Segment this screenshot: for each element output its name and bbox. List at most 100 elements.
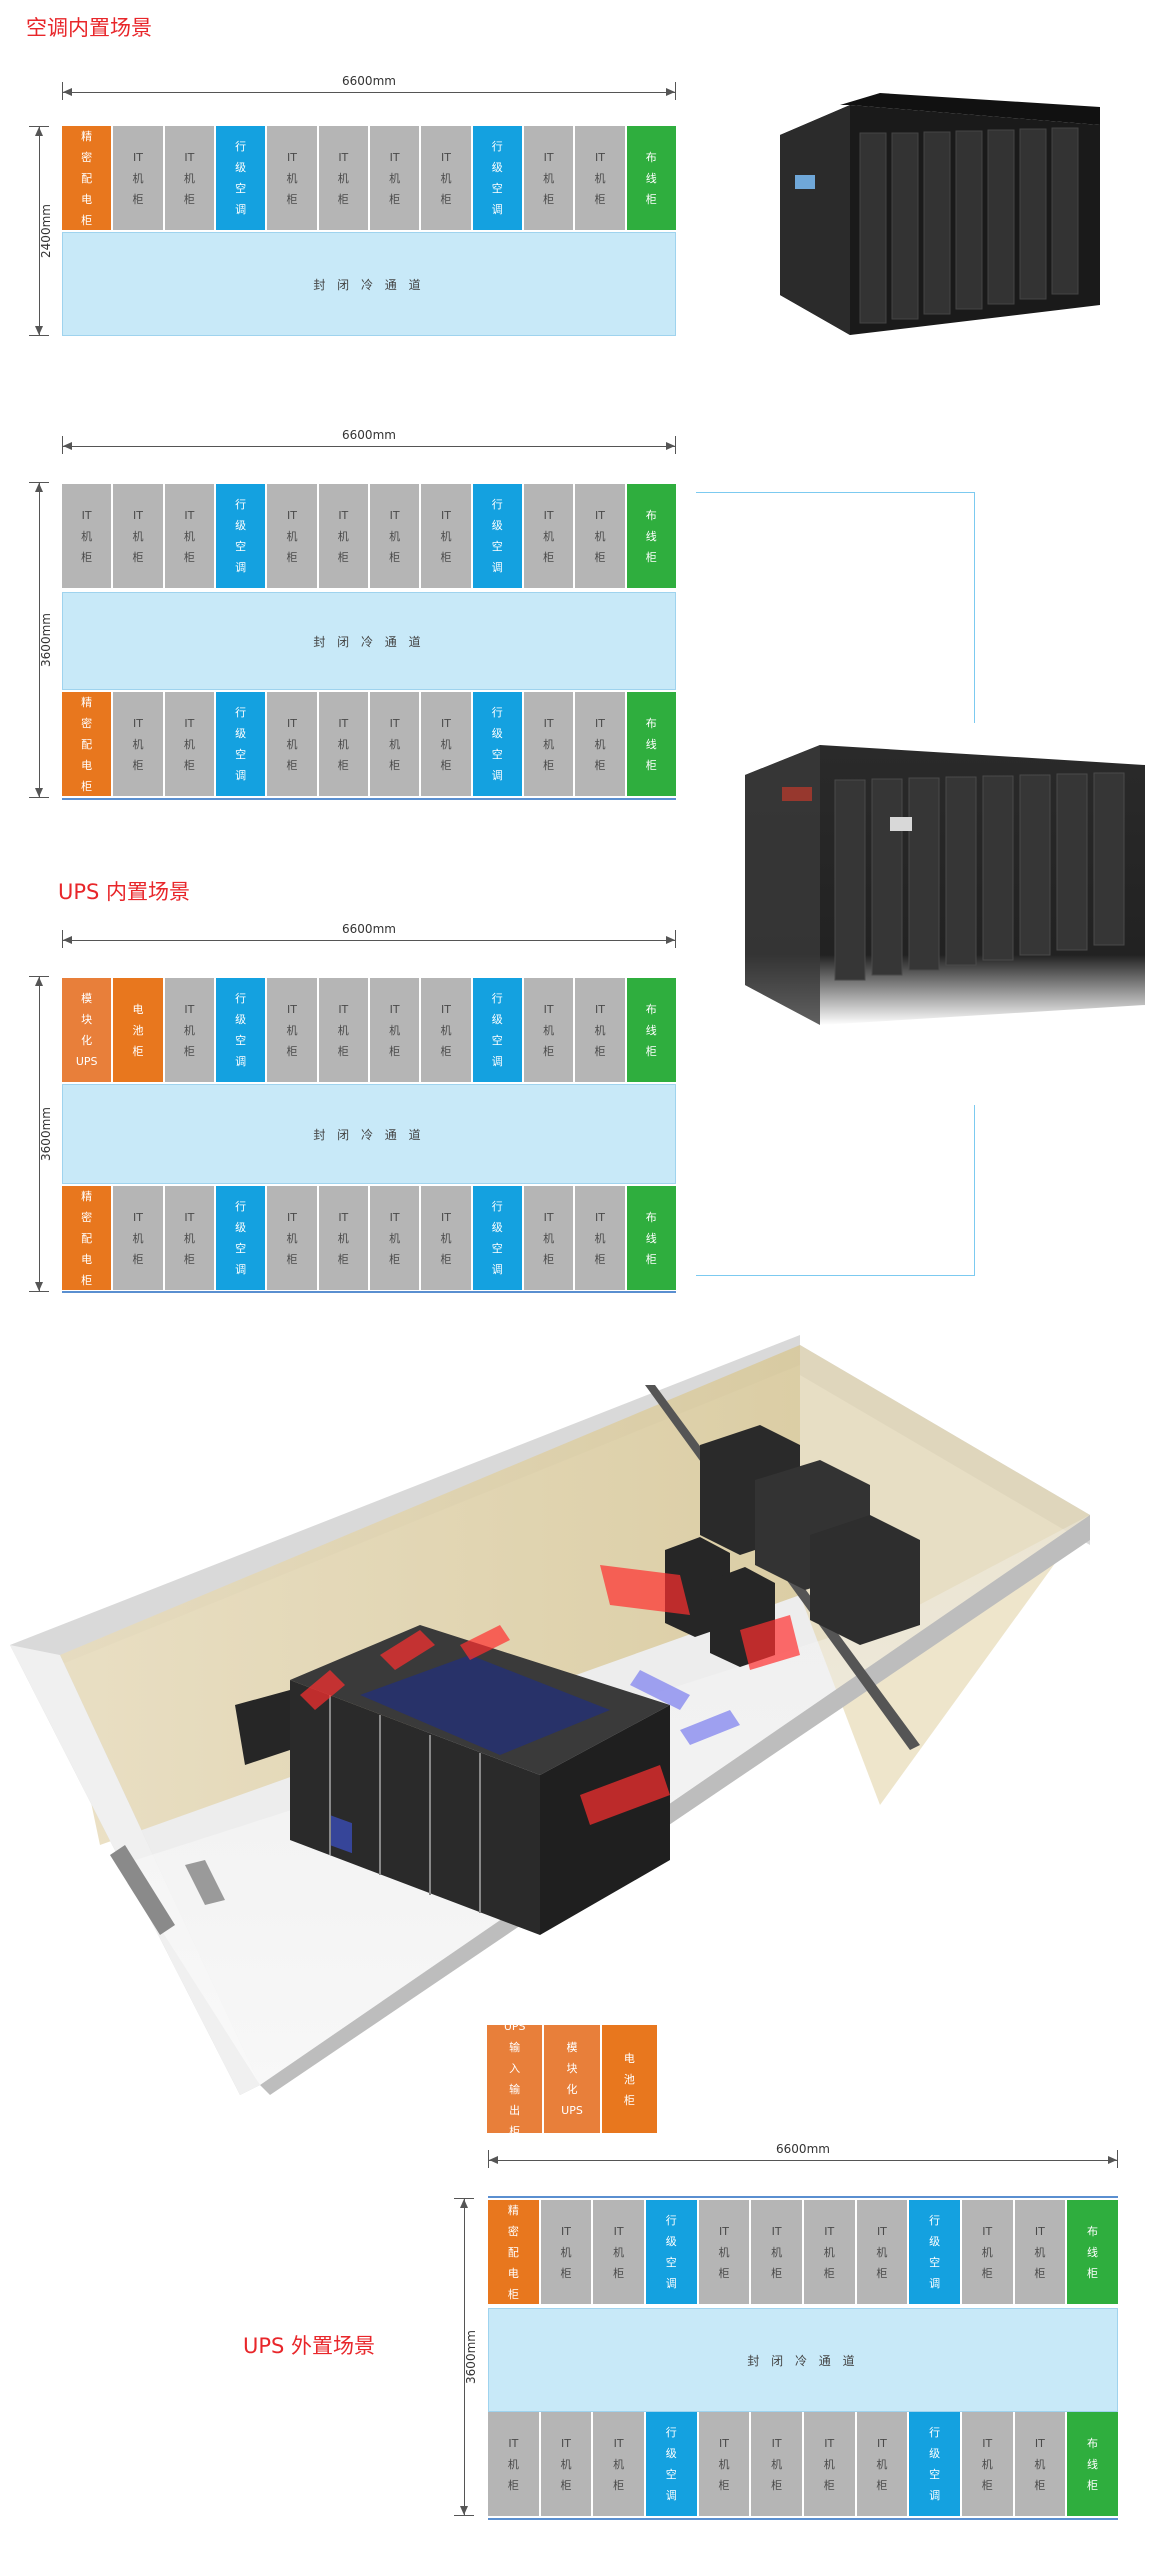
cabinet-label-char: 柜 <box>337 1044 349 1058</box>
cabinet-label-char: 机 <box>613 2245 625 2259</box>
cabinet-label-char: 柜 <box>509 2125 521 2138</box>
data-center-room-illustration <box>10 1335 1090 2095</box>
cabinet-label-char: 机 <box>286 529 298 543</box>
cabinet-label-char: 出 <box>509 2104 521 2117</box>
cabinet-label-char: 机 <box>771 2457 783 2471</box>
cabinet-label-char: 调 <box>929 2489 941 2502</box>
cabinet-label-char: 空 <box>235 1034 247 1047</box>
cabinet-label-char: 柜 <box>594 1252 606 1266</box>
cabinet-label-char: 行 <box>491 498 503 511</box>
cabinet-label-char: 机 <box>389 737 401 751</box>
cabinet-label-char: 机 <box>132 737 144 751</box>
cabinet-label-char: 机 <box>823 2457 835 2471</box>
cabinet-label-char: 线 <box>645 1231 657 1245</box>
cabinet-label-char: 精 <box>81 129 93 143</box>
cabinet-label-char: 线 <box>645 529 657 543</box>
cabinet-label-char: IT <box>184 508 195 522</box>
cabinet-label-char: 调 <box>235 203 247 216</box>
cabinet-label-char: 柜 <box>645 192 657 206</box>
width-dimension: 6600mm <box>62 428 676 454</box>
cold-aisle-label: 封 闭 冷 通 道 <box>313 634 425 649</box>
cabinet-label-char: 柜 <box>771 2266 783 2280</box>
battery-cabinet: 电池柜 <box>601 2025 657 2133</box>
cabinet-label-char: 调 <box>235 561 247 574</box>
cold-aisle: 封 闭 冷 通 道 <box>488 2308 1118 2412</box>
cabinet-label-char: IT <box>81 508 92 522</box>
cabinet-label-char: IT <box>286 1210 297 1224</box>
cabinet-label-char: IT <box>561 2436 571 2450</box>
width-label: 6600mm <box>342 74 396 88</box>
height-label: 2400mm <box>38 204 53 258</box>
cabinet-label-char: IT <box>440 508 451 522</box>
cabinet-label-char: 机 <box>718 2245 730 2259</box>
cabinet-label-char: 机 <box>594 529 606 543</box>
cabinet-label-char: IT <box>133 508 143 522</box>
cabinet-label-char: IT <box>613 2436 624 2450</box>
cabinet-label-char: 机 <box>337 171 349 185</box>
cabinet-label-char: 空 <box>491 1034 503 1047</box>
cabinet-label-char: 密 <box>81 1210 93 1224</box>
cabinet-label-char: IT <box>543 716 554 730</box>
cabling-cabinet: 布线柜 <box>626 1186 676 1290</box>
cabinet-label-char: 布 <box>645 1210 657 1224</box>
cabinet-label-char: 入 <box>509 2062 521 2075</box>
cold-aisle: 封 闭 冷 通 道 <box>62 1084 676 1184</box>
cabinet-label-char: 柜 <box>337 550 349 564</box>
cabinet-label-char: IT <box>718 2224 729 2238</box>
cabinet-label-char: IT <box>613 2224 624 2238</box>
cabinet-label-char: 行 <box>235 1200 247 1213</box>
cabinet-label-char: 机 <box>981 2245 993 2259</box>
cabinet-label-char: 柜 <box>440 1044 452 1058</box>
cabinet-label-char: IT <box>508 2436 519 2450</box>
height-dimension: 2400mm <box>25 126 55 336</box>
cabinet-label-char: 级 <box>235 161 247 174</box>
it-cabinet: IT 机柜 <box>593 2412 644 2516</box>
cabinet-label-char: 模 <box>566 2041 578 2054</box>
cabinet-label-char: 柜 <box>623 2093 635 2107</box>
cabinet-label-char: 机 <box>132 1231 144 1245</box>
cabinet-label-char: 机 <box>981 2457 993 2471</box>
cabinet-label-char: 机 <box>1034 2457 1046 2471</box>
cabinet-label-char: 级 <box>491 519 503 532</box>
cabinet-label-char: 行 <box>491 140 503 153</box>
cabinet-label-char: 调 <box>491 561 503 574</box>
cabinet-label-char: 精 <box>507 2203 519 2217</box>
cabinet-label-char: IT <box>184 150 195 164</box>
cabinet-label-char: 柜 <box>132 550 144 564</box>
cabinet-label-char: 柜 <box>613 2478 625 2492</box>
cabinet-label-char: 调 <box>665 2277 677 2290</box>
cabinet-label-char: 级 <box>929 2447 941 2460</box>
cabinet-label-char: 柜 <box>183 550 195 564</box>
cabinet-label-char: 机 <box>613 2457 625 2471</box>
cabinet-label-char: 机 <box>507 2457 519 2471</box>
cabinet-label-char: 柜 <box>337 1252 349 1266</box>
cold-aisle-label: 封 闭 冷 通 道 <box>313 1127 425 1142</box>
cabinet-label-char: 池 <box>132 1023 144 1037</box>
cabinet-label-char: 机 <box>543 1023 555 1037</box>
cabinet-label-char: 行 <box>665 2214 677 2227</box>
cabinet-label-char: 机 <box>286 171 298 185</box>
cabinet-label-char: 线 <box>645 171 657 185</box>
cabinet-label-char: 级 <box>235 519 247 532</box>
cabinet-label-char: 柜 <box>183 758 195 772</box>
